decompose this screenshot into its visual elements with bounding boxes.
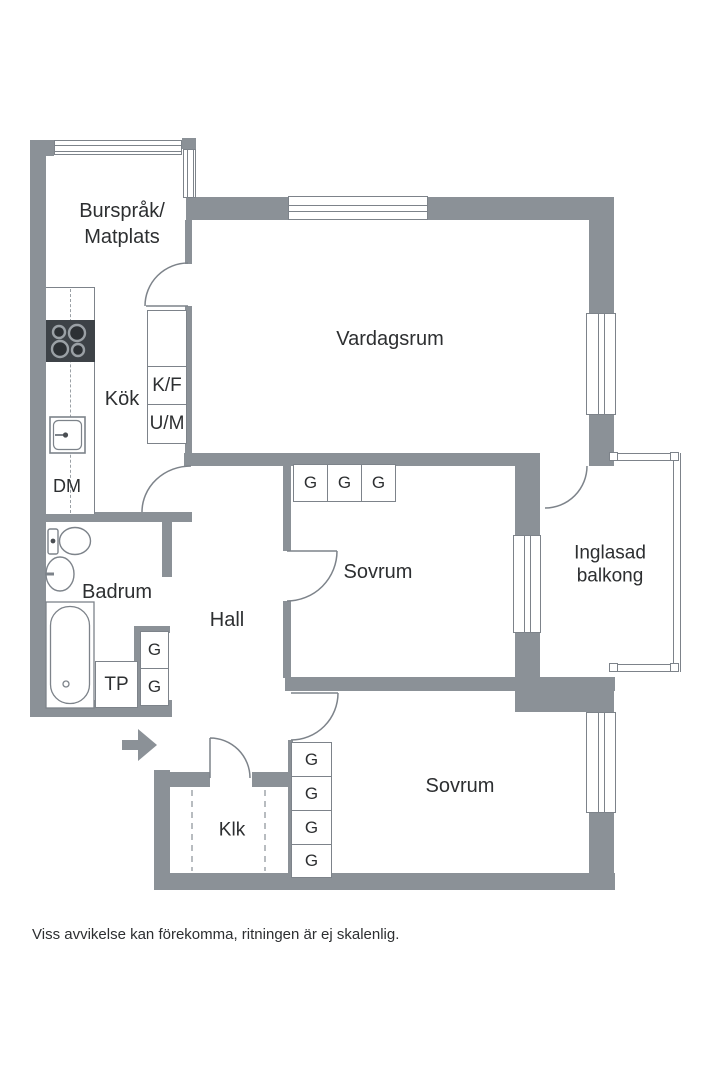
wall-bottom-outer: [154, 873, 615, 890]
room-label-badrum: Badrum: [81, 581, 153, 603]
wardrobe-label: G: [147, 640, 162, 659]
room-label-balkong-line2: balkong: [576, 565, 644, 587]
wardrobe-bedroom1: G: [327, 464, 362, 502]
balcony-glazing-right: [673, 453, 681, 672]
wall-bedroom1-left-b: [283, 601, 291, 678]
window-bedroom1-balcony: [513, 535, 541, 633]
room-label-sovrum-top: Sovrum: [343, 561, 413, 583]
balcony-glazing-bottom: [614, 664, 675, 672]
wardrobe-bedroom2: G: [291, 776, 332, 811]
washer-unit: U/M: [147, 404, 187, 444]
window-livingroom-top: [288, 196, 428, 220]
window-bay-right: [183, 149, 196, 198]
wall-bedroom1-left-a: [283, 464, 291, 551]
wall-bedroom1-right-a: [515, 466, 540, 535]
kitchen-cabinet: [147, 310, 187, 368]
wardrobe-label: G: [304, 851, 319, 870]
bathtub-icon: [45, 601, 95, 709]
wall-left-outer: [30, 140, 46, 716]
door-arc-bay: [144, 262, 189, 307]
entry-arrow-icon: [122, 729, 157, 761]
wall-kitchen-door-corner: [172, 512, 192, 522]
window-bay-top: [54, 140, 182, 155]
room-label-vardagsrum: Vardagsrum: [336, 328, 444, 350]
room-label-kok: Kök: [104, 388, 140, 410]
window-livingroom-right: [586, 313, 616, 415]
wall-livingroom-bottom: [184, 453, 540, 466]
dishwasher-label: DM: [53, 476, 81, 497]
wall-bathroom-closet-top: [134, 626, 170, 633]
wall-bay-post: [182, 138, 196, 149]
wardrobe-label: G: [147, 677, 162, 696]
balcony-glazing-top: [614, 453, 675, 461]
laundry-tower-label: TP: [104, 673, 129, 695]
wardrobe-label: G: [304, 783, 319, 803]
wall-closet-top-b: [252, 772, 293, 787]
room-label-bursprak-line1: Burspråk/: [79, 200, 165, 222]
laundry-tower-unit: TP: [95, 661, 138, 708]
balcony-post: [670, 663, 679, 672]
room-label-klk: Klk: [218, 819, 246, 841]
wardrobe-hall: G: [140, 631, 169, 669]
disclaimer-text: Viss avvikelse kan förekomma, ritningen …: [32, 926, 400, 943]
wardrobe-bedroom1: G: [361, 464, 396, 502]
room-label-hall: Hall: [209, 609, 245, 631]
wall-kitchen-divider: [185, 306, 192, 454]
fridge-freezer-label: K/F: [152, 375, 182, 396]
bathroom-sink-icon: [45, 556, 75, 592]
wardrobe-hall: G: [140, 668, 169, 706]
wall-bathroom-tbar: [162, 512, 172, 577]
wall-left-lower: [154, 770, 170, 890]
door-arc-bedroom1: [286, 550, 338, 602]
wall-livingroom-top-right: [428, 197, 614, 220]
door-arc-bedroom2: [290, 692, 339, 741]
wardrobe-label: G: [337, 473, 352, 492]
washer-label: U/M: [149, 413, 185, 434]
room-label-balkong-line1: Inglasad: [574, 542, 646, 564]
wardrobe-bedroom2: G: [291, 844, 332, 878]
door-arc-balcony: [544, 465, 588, 509]
room-label-sovrum-bottom: Sovrum: [425, 775, 495, 797]
wall-bathroom-top: [30, 512, 172, 522]
fridge-freezer-unit: K/F: [147, 366, 187, 406]
wall-closet-bedroom2-divider: [288, 740, 293, 873]
wardrobe-label: G: [303, 473, 318, 492]
wall-closet-top-a: [164, 772, 210, 787]
window-bedroom2-right: [586, 712, 616, 813]
wall-livingroom-top-left: [186, 197, 288, 220]
door-arc-klk: [209, 737, 251, 779]
wardrobe-label: G: [371, 473, 386, 492]
balcony-post: [609, 452, 618, 461]
wardrobe-bedroom1: G: [293, 464, 328, 502]
door-arc-kitchen: [141, 465, 192, 513]
wall-bay-right-thin: [185, 220, 192, 264]
toilet-icon: [47, 526, 92, 556]
wardrobe-bedroom2: G: [291, 742, 332, 777]
balcony-post: [670, 452, 679, 461]
wall-bedroom2-top: [285, 677, 615, 691]
wardrobe-label: G: [304, 749, 319, 769]
room-label-bursprak-line2: Matplats: [84, 226, 160, 248]
wardrobe-label: G: [304, 817, 319, 837]
kitchen-counter-centerline: [70, 289, 71, 513]
wall-bay-top-corner: [30, 140, 54, 156]
balcony-post: [609, 663, 618, 672]
wardrobe-bedroom2: G: [291, 810, 332, 845]
